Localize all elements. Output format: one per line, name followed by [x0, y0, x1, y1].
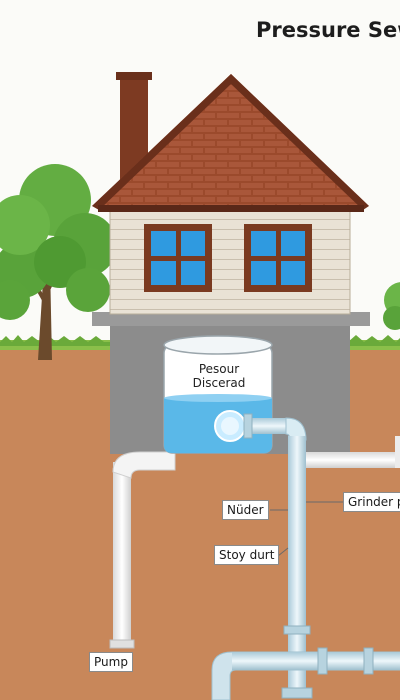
label-grinder: Grinder p — [343, 492, 400, 512]
holding-tank — [163, 335, 273, 454]
tree-left — [0, 164, 117, 360]
label-nuder: Nüder — [222, 500, 269, 520]
bush-right — [383, 282, 400, 330]
roof — [92, 74, 369, 212]
window-left — [144, 224, 212, 292]
discharge-pipe — [243, 413, 313, 699]
foundation-ledge — [92, 312, 370, 326]
tank-label-line2: Discerad — [192, 376, 246, 390]
bottom-manifold — [211, 647, 400, 700]
tank-label-line1: Pesour — [198, 362, 240, 376]
diagram-title: Pressure Sew — [256, 18, 400, 42]
window-right — [244, 224, 312, 292]
sewer-pipe-left — [109, 451, 176, 649]
label-story-duct: Stoy durt — [214, 545, 280, 565]
main-line-right — [300, 436, 400, 468]
label-pump: Pump — [89, 652, 133, 672]
leader-story-duct — [277, 547, 289, 557]
